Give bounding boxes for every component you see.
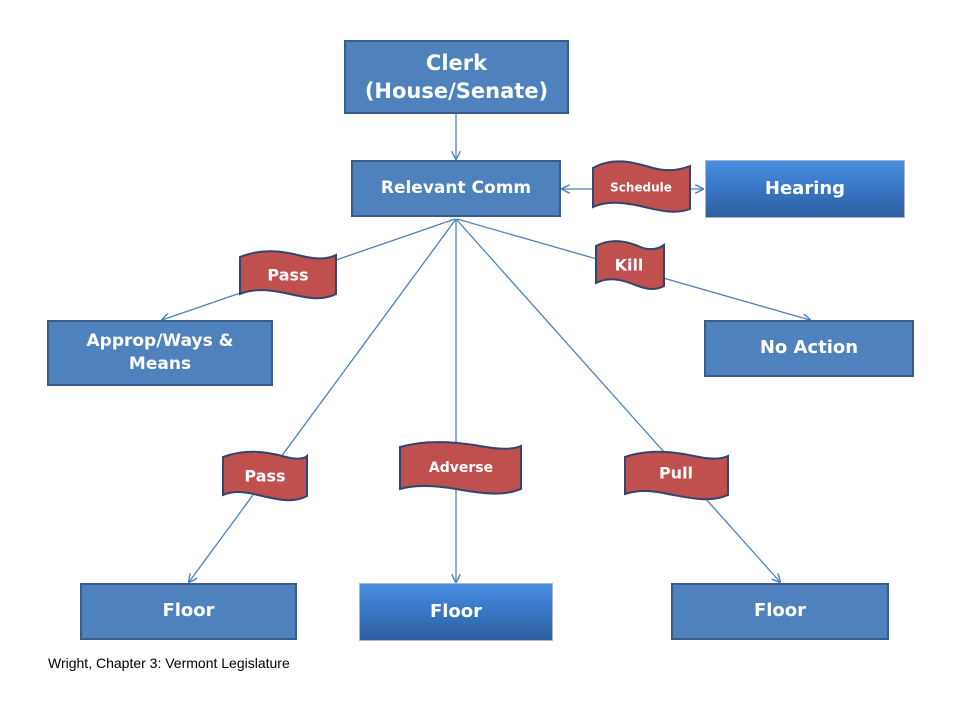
node-hearing-label: Hearing xyxy=(764,177,846,199)
node-floor-left: Floor xyxy=(80,583,297,640)
node-hearing: Hearing xyxy=(705,160,905,218)
flag-schedule-label: Schedule xyxy=(610,181,672,195)
connector-comm-to-floor-left xyxy=(189,218,457,582)
node-clerk-line1: Clerk xyxy=(425,50,488,75)
connector-comm-to-floor-right xyxy=(455,218,780,582)
flag-schedule: Schedule xyxy=(592,160,691,213)
node-relevant-comm-label: Relevant Comm xyxy=(380,178,532,199)
flag-kill-label: Kill xyxy=(615,256,644,275)
flag-kill: Kill xyxy=(595,240,665,291)
node-approp-ways-means: Approp/Ways & Means xyxy=(47,320,273,386)
source-caption: Wright, Chapter 3: Vermont Legislature xyxy=(48,655,290,671)
node-clerk-line2: (House/Senate) xyxy=(364,79,549,103)
flag-adverse: Adverse xyxy=(399,441,522,495)
node-approp-line1: Approp/Ways & xyxy=(86,331,234,352)
node-approp-line2: Means xyxy=(128,354,192,374)
node-no-action-label: No Action xyxy=(759,337,859,359)
node-floor-center: Floor xyxy=(359,583,553,641)
flag-pass-lower-label: Pass xyxy=(244,467,285,486)
flag-pass-upper: Pass xyxy=(239,250,337,300)
node-floor-right: Floor xyxy=(671,583,889,640)
flag-pass-upper-label: Pass xyxy=(267,266,308,285)
node-floor-center-label: Floor xyxy=(429,600,483,622)
node-floor-left-label: Floor xyxy=(162,600,215,622)
node-no-action: No Action xyxy=(704,320,914,377)
flag-pull-label: Pull xyxy=(659,464,693,483)
node-clerk: Clerk (House/Senate) xyxy=(344,40,569,114)
flag-pass-lower: Pass xyxy=(222,450,308,502)
node-relevant-comm: Relevant Comm xyxy=(351,160,561,217)
flag-adverse-label: Adverse xyxy=(429,460,493,476)
node-floor-right-label: Floor xyxy=(753,600,807,622)
flag-pull: Pull xyxy=(624,450,729,501)
